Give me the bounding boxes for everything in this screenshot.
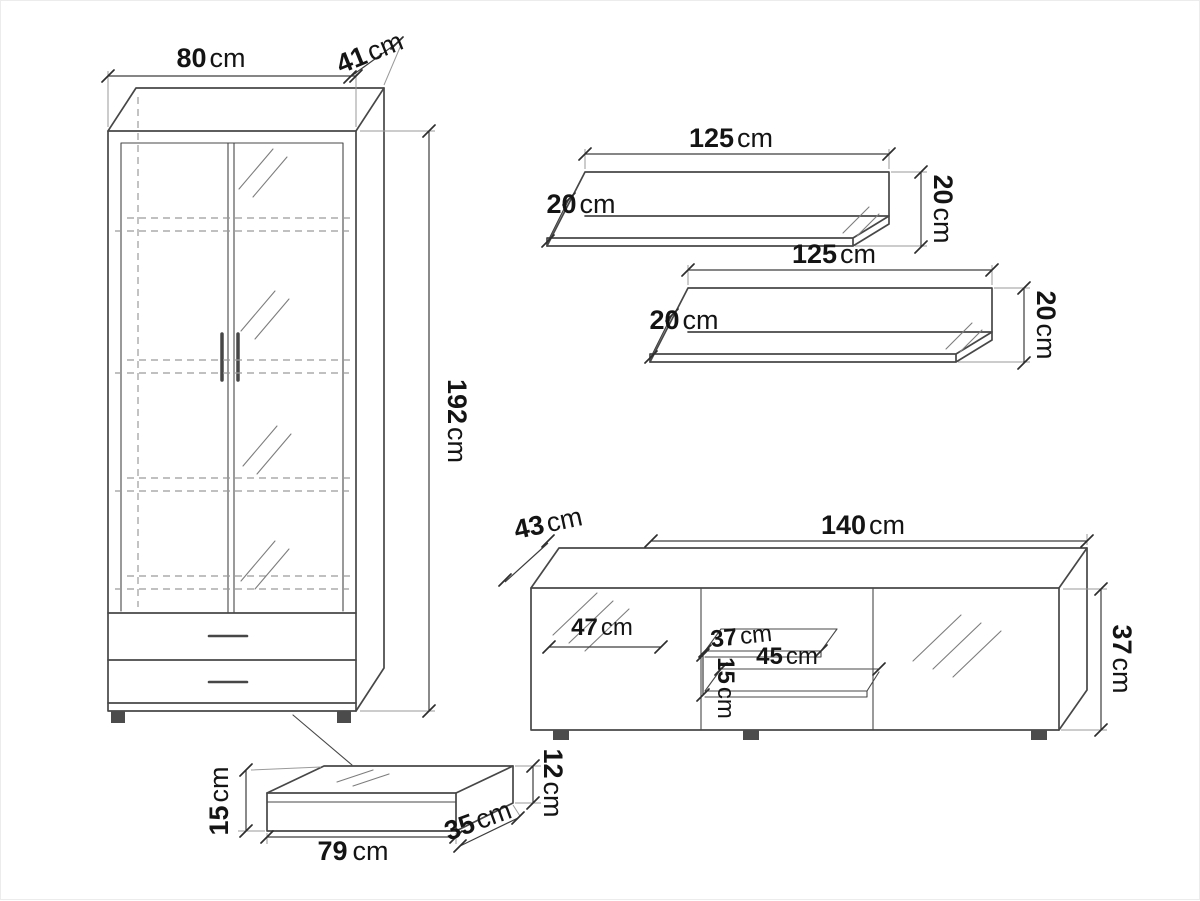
dim-value: 20: [546, 189, 576, 219]
cabinet-door-handles: [220, 332, 240, 382]
cabinet-door-split: [227, 142, 235, 614]
dim-value: 20: [1031, 290, 1061, 320]
cabinet-height-label: 192cm: [442, 379, 472, 463]
dim-unit: cm: [363, 26, 408, 67]
tv-depth-label: 43cm: [511, 501, 585, 545]
tv-height-label: 37 cm: [1107, 624, 1137, 693]
tv-dimension-ticks: [498, 534, 1108, 737]
drawer-unit-drawing: [266, 714, 514, 832]
tv-side-face: [1058, 547, 1088, 731]
cabinet-dimension-ticks: [101, 36, 436, 718]
dim-unit: cm: [544, 501, 585, 538]
drawer-leader-line: [292, 714, 353, 766]
dim-unit: cm: [538, 782, 568, 818]
drawer-side-face: [455, 765, 514, 832]
tv-section-dividers: [700, 587, 874, 731]
tv-upper-niche-shelf: [704, 628, 838, 658]
cabinet-depth-label: 41cm: [332, 26, 407, 80]
drawer-top-reflections: [336, 769, 390, 787]
dim-value: 20: [649, 305, 679, 335]
dim-value: 45: [756, 643, 783, 670]
tv-extension-lines: [1061, 534, 1107, 731]
dim-unit: cm: [869, 510, 905, 540]
drawer-front-face: [266, 792, 457, 832]
dim-unit: cm: [737, 123, 773, 153]
dim-value: 192: [442, 379, 472, 424]
drawer-top-face: [266, 765, 514, 794]
drawer-height-back-label: 12 cm: [538, 748, 568, 817]
dim-unit: cm: [601, 614, 633, 641]
shelf-lower-height-label: 20 cm: [1031, 290, 1061, 359]
dim-unit: cm: [471, 795, 515, 836]
cabinet-drawer-handles: [207, 634, 249, 684]
dim-unit: cm: [1107, 658, 1137, 694]
cabinet-door-frames: [120, 142, 344, 612]
dim-unit: cm: [204, 766, 234, 802]
dim-value: 43: [511, 509, 547, 545]
dim-value: 37: [709, 624, 738, 654]
dim-unit: cm: [840, 239, 876, 269]
cabinet-extension-lines: [107, 44, 435, 712]
cabinet-side-face: [355, 87, 385, 712]
drawer-extension-lines: [238, 765, 541, 844]
dim-unit: cm: [786, 643, 818, 670]
tv-glass-reflections: [552, 592, 1002, 678]
drawer-dimension-ticks: [239, 759, 540, 853]
tv-top-face: [530, 547, 1088, 589]
cabinet-top-face: [107, 87, 385, 132]
dim-value: 80: [176, 43, 206, 73]
dim-unit: cm: [1031, 324, 1061, 360]
dim-unit: cm: [683, 305, 719, 335]
dim-unit: cm: [928, 208, 958, 244]
tv-niche-upper-width-label: 37cm: [709, 620, 773, 653]
dim-unit: cm: [712, 687, 739, 719]
dim-unit: cm: [210, 43, 246, 73]
dim-value: 125: [792, 239, 837, 269]
tv-stand-drawing: [530, 547, 1088, 740]
shelf-upper-height-label: 20 cm: [928, 174, 958, 243]
dim-value: 37: [1107, 624, 1137, 654]
dim-value: 125: [689, 123, 734, 153]
tall-cabinet-drawing: [107, 87, 385, 723]
cabinet-glass-reflections: [238, 148, 292, 590]
dim-value: 79: [317, 836, 347, 866]
tv-feet: [553, 730, 1047, 740]
dim-value: 47: [571, 614, 598, 641]
tv-dimension-lines: [504, 540, 1102, 730]
tv-lower-niche-shelf: [704, 668, 880, 698]
dim-value: 20: [928, 174, 958, 204]
drawer-height-front-label: 15cm: [204, 766, 234, 835]
dim-unit: cm: [353, 836, 389, 866]
dim-unit: cm: [739, 620, 774, 650]
dim-value: 140: [821, 510, 866, 540]
drawer-dimension-lines: [245, 766, 534, 847]
dim-value: 12: [538, 748, 568, 778]
dim-unit: cm: [580, 189, 616, 219]
dim-value: 15: [204, 805, 234, 835]
cabinet-glass-shelves-dashed: [115, 217, 351, 590]
cabinet-dimension-lines: [108, 42, 430, 711]
dim-unit: cm: [442, 427, 472, 463]
tv-niche-height-label: 15 cm: [712, 657, 739, 719]
cabinet-drawer-lines: [107, 612, 357, 704]
dim-value: 15: [712, 657, 739, 684]
cabinet-feet: [111, 711, 351, 723]
